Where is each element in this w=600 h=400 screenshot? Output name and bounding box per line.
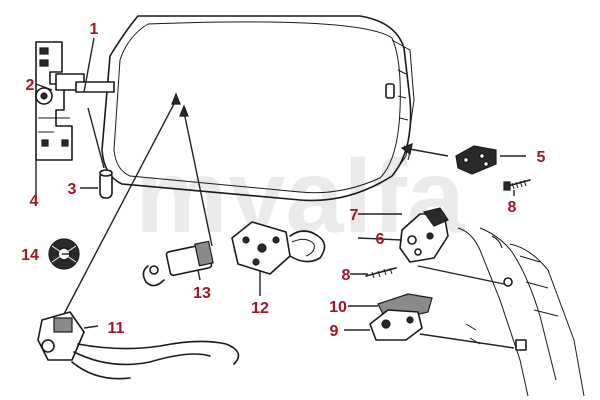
- callout-5: 5: [537, 149, 546, 166]
- pin-part-3: [99, 169, 113, 199]
- screw-part-8-upper: [503, 179, 531, 191]
- callout-10: 10: [329, 299, 347, 316]
- door-pillar: [457, 227, 585, 397]
- callout-labels: 1 2 3 4 5 6 7 8 8 9 10 11 12 13 14: [21, 21, 545, 340]
- leader-lines: [35, 37, 526, 349]
- callout-6: 6: [376, 231, 385, 248]
- callout-12: 12: [251, 300, 269, 317]
- latch-part-6-7: [399, 207, 449, 263]
- callout-11: 11: [108, 320, 125, 337]
- striker-part-9: [369, 309, 423, 341]
- callout-4: 4: [30, 193, 39, 210]
- callout-13: 13: [193, 285, 211, 302]
- callout-1: 1: [90, 21, 99, 38]
- callout-2: 2: [26, 77, 35, 94]
- callout-9: 9: [330, 323, 339, 340]
- callout-8-upper: 8: [508, 199, 517, 216]
- callout-7: 7: [350, 207, 359, 224]
- callout-14: 14: [21, 247, 39, 264]
- cover-part-5: [455, 145, 497, 175]
- switch-part-11: [37, 311, 240, 380]
- lock-mechanism-part-12: [231, 221, 326, 275]
- screw-part-8-lower: [365, 267, 397, 279]
- callout-8-lower: 8: [342, 267, 351, 284]
- actuator-part-13: [142, 240, 214, 287]
- callout-3: 3: [68, 181, 77, 198]
- seat-hinge-assembly: [35, 41, 115, 161]
